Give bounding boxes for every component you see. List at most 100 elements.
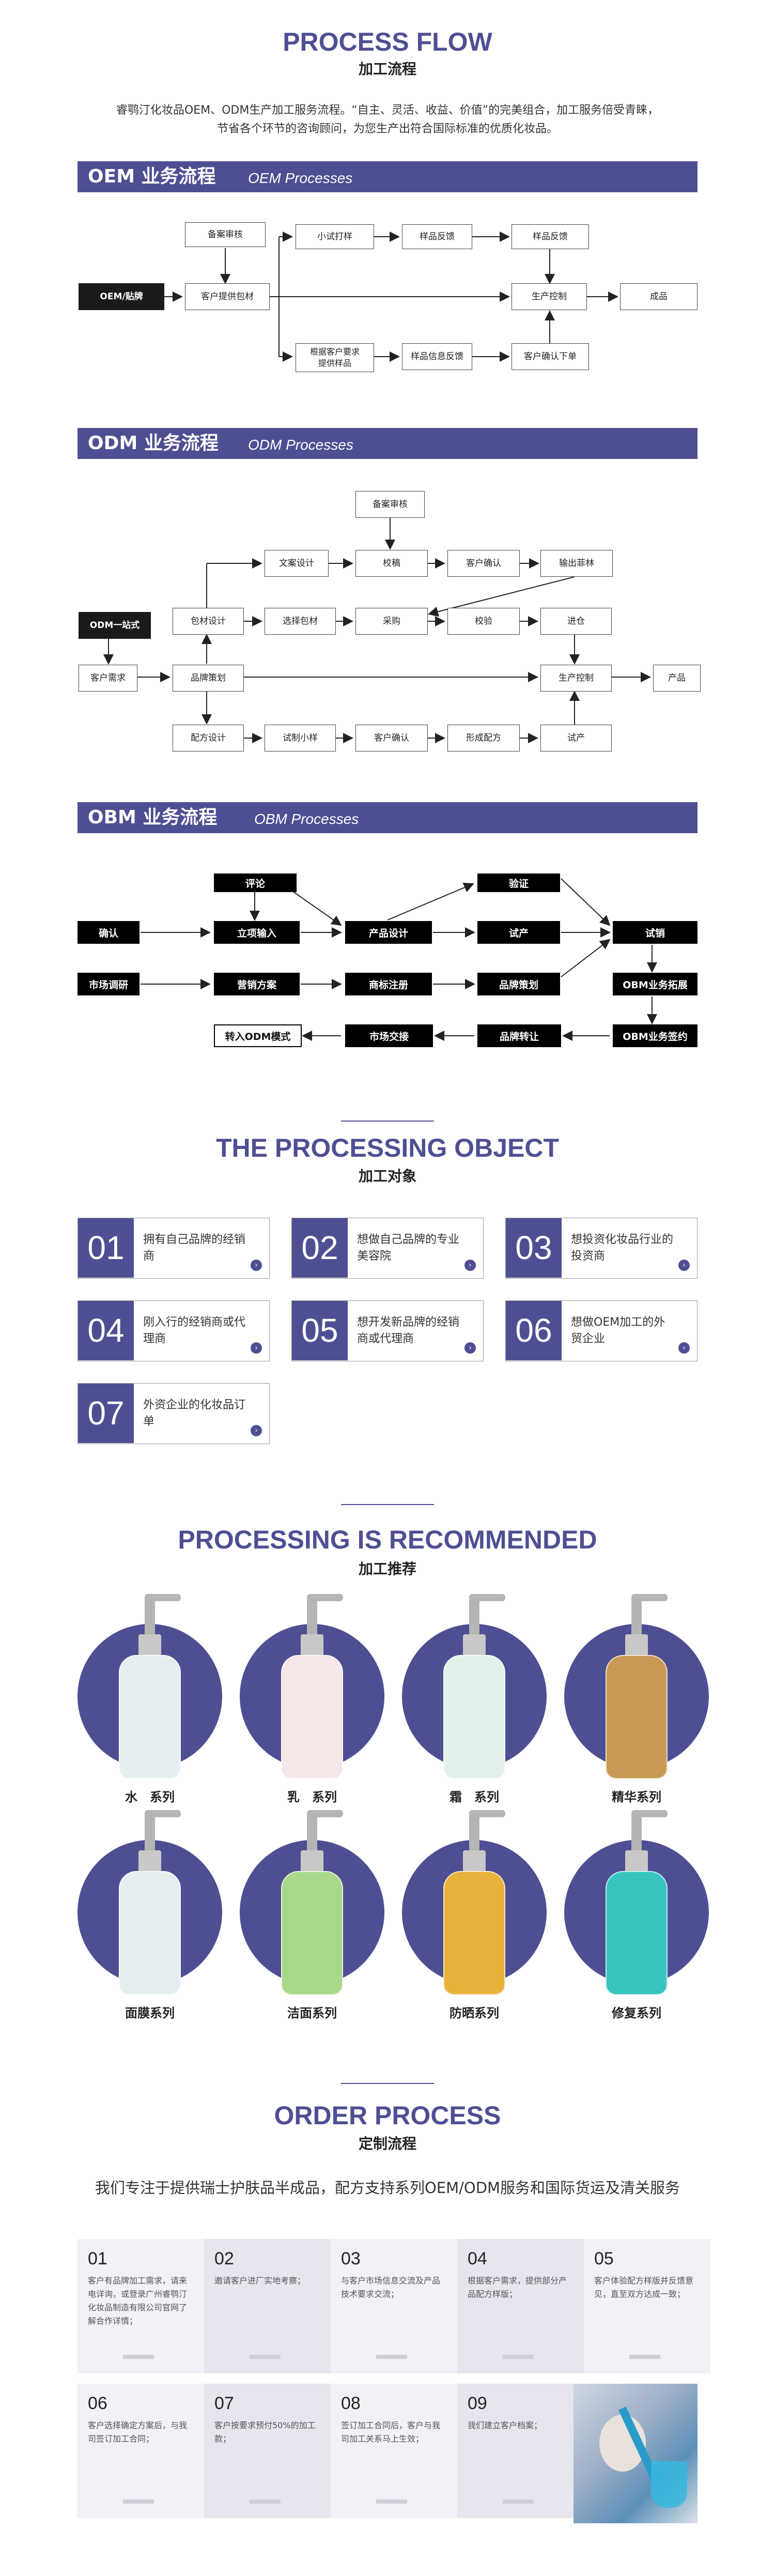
- odm-start-node: ODM一站式: [79, 612, 151, 639]
- oem-node-genju: 根据客户要求 提供样品: [296, 343, 374, 372]
- process-intro-line-2: 节省各个环节的咨询顾问，为您生产出符合国际标准的优质化妆品。: [216, 122, 558, 135]
- order-intro: 我们专注于提供瑞士护肤品半成品，配方支持系列OEM/ODM服务和国际货运及清关服…: [95, 2179, 680, 2197]
- pump-stem-icon: [631, 1598, 642, 1635]
- object-card-text: 想做自己品牌的专业美容院: [357, 1233, 460, 1263]
- order-step-num: 03: [341, 2249, 361, 2268]
- obm-connectors: [141, 878, 657, 1041]
- bottle-neck-icon: [138, 1850, 161, 1873]
- object-card-num: 04: [78, 1301, 134, 1360]
- product-label: 修复系列: [612, 2006, 661, 2020]
- order-step-num: 01: [88, 2249, 107, 2268]
- oem-section-bar: OEM 业务流程 OEM Processes: [78, 161, 698, 192]
- obm-node-queren: 确认: [78, 921, 140, 944]
- obm-node-yingxiao: 营销方案: [214, 973, 300, 995]
- product-label: 洁面系列: [287, 2006, 337, 2020]
- object-title-cn: 加工对象: [358, 1168, 416, 1185]
- oem-node-beian: 备案审核: [185, 222, 266, 247]
- order-step-num: 08: [341, 2394, 361, 2413]
- order-step-num: 02: [214, 2249, 234, 2268]
- recommend-item: 防晒系列: [402, 1799, 547, 2026]
- obm-node-shichan: 试产: [477, 921, 560, 944]
- bottle-neck-icon: [463, 1634, 486, 1657]
- obm-node-diaoyan: 市场调研: [78, 973, 140, 995]
- order-step-divider: [250, 2355, 281, 2359]
- obm-node-jiaojie: 市场交接: [345, 1024, 433, 1047]
- obm-node-pinglun: 评论: [214, 873, 297, 892]
- odm-node-shichan: 试产: [540, 725, 612, 752]
- odm-node-kehuqueren-2: 客户确认: [355, 725, 428, 752]
- bottle-neck-icon: [463, 1850, 486, 1873]
- product-label: 乳 系列: [287, 1790, 337, 1804]
- oem-node-fankui-1: 样品反馈: [402, 224, 472, 249]
- order-step: 01 客户有品牌加工需求，请来电详询，或登录广州睿鹗汀化妆品制造有限公司官网了解合…: [78, 2239, 204, 2373]
- order-step: 04 根据客户需求，提供部分产品配方样版；: [457, 2239, 584, 2373]
- object-card-num: 07: [78, 1384, 134, 1443]
- odm-node-xingcheng: 形成配方: [447, 725, 520, 752]
- oem-subtitle: OEM Processes: [248, 170, 353, 186]
- order-step-num: 04: [468, 2249, 487, 2268]
- object-card-text: 想投资化妆品行业的投资商: [571, 1233, 674, 1263]
- object-card-num: 02: [292, 1218, 348, 1278]
- order-step-text: 签订加工合同后，客户与我司加工关系马上生效；: [341, 2420, 441, 2444]
- recommend-divider: [341, 1504, 434, 1505]
- bottle-icon: [119, 1871, 181, 1995]
- order-step-text: 客户选择确定方案后，与我司签订加工合同；: [88, 2420, 188, 2444]
- order-step-num: 06: [88, 2394, 107, 2413]
- order-title-cn: 定制流程: [358, 2135, 416, 2152]
- order-step-divider: [123, 2355, 154, 2359]
- recommend-item: 洁面系列: [240, 1799, 384, 2026]
- odm-node-chanpin: 产品: [653, 665, 701, 692]
- lab-photo-flask: [651, 2461, 687, 2508]
- process-title-cn: 加工流程: [358, 60, 416, 78]
- oem-node-shengchan: 生产控制: [512, 283, 587, 310]
- odm-title: ODM 业务流程: [88, 433, 219, 454]
- odm-node-jinchang: 进仓: [540, 608, 612, 635]
- obm-node-yanzheng: 验证: [477, 873, 560, 892]
- oem-node-xiaoshi: 小试打样: [296, 224, 374, 249]
- obm-node-cehua: 品牌策划: [477, 973, 560, 995]
- object-card-num: 05: [292, 1301, 348, 1360]
- product-label: 精华系列: [612, 1790, 661, 1804]
- order-step-divider: [503, 2500, 534, 2504]
- oem-node-tigong: 客户提供包材: [185, 283, 270, 310]
- obm-node-shixiao: 试销: [613, 921, 698, 944]
- order-step-divider: [376, 2355, 407, 2359]
- order-step-text: 客户按要求预付50%的加工款；: [214, 2420, 316, 2444]
- recommend-item: 面膜系列: [78, 1799, 222, 2026]
- process-title-en: PROCESS FLOW: [283, 27, 492, 56]
- order-step-text: 与客户市场信息交流及产品技术要求交流；: [341, 2276, 441, 2299]
- arrow-icon: ›: [251, 1425, 262, 1436]
- order-step-divider: [503, 2355, 534, 2359]
- order-step-text: 客户有品牌加工需求，请来电详询，或登录广州睿鹗汀化妆品制造有限公司官网了解合作详…: [88, 2276, 188, 2326]
- oem-connectors: [164, 232, 618, 362]
- arrow-icon: ›: [251, 1260, 262, 1271]
- odm-node-jiaogao: 校稿: [355, 550, 428, 577]
- product-label: 水 系列: [125, 1790, 175, 1804]
- odm-node-cehua: 品牌策划: [173, 665, 244, 692]
- odm-section-bar: ODM 业务流程 ODM Processes: [78, 428, 698, 459]
- object-card-num: 06: [506, 1301, 562, 1360]
- recommend-item: 霜 系列: [402, 1583, 547, 1810]
- odm-node-peifang: 配方设计: [173, 725, 244, 752]
- arrow-icon: ›: [678, 1342, 690, 1354]
- odm-node-xuanze: 选择包材: [265, 608, 336, 635]
- bottle-icon: [443, 1871, 505, 1995]
- order-step: 07 客户按要求预付50%的加工款；: [204, 2384, 331, 2518]
- order-step-num: 07: [214, 2394, 234, 2413]
- pump-stem-icon: [631, 1814, 642, 1851]
- bottle-icon: [281, 1871, 343, 1995]
- odm-node-caigou: 采购: [355, 608, 428, 635]
- order-step-text: 根据客户需求，提供部分产品配方样版；: [468, 2276, 567, 2299]
- object-card-num: 01: [78, 1218, 134, 1278]
- obm-node-tuozhan: OBM业务拓展: [613, 973, 698, 995]
- product-label: 面膜系列: [125, 2006, 175, 2020]
- arrow-icon: ›: [464, 1342, 476, 1354]
- pump-stem-icon: [307, 1598, 317, 1635]
